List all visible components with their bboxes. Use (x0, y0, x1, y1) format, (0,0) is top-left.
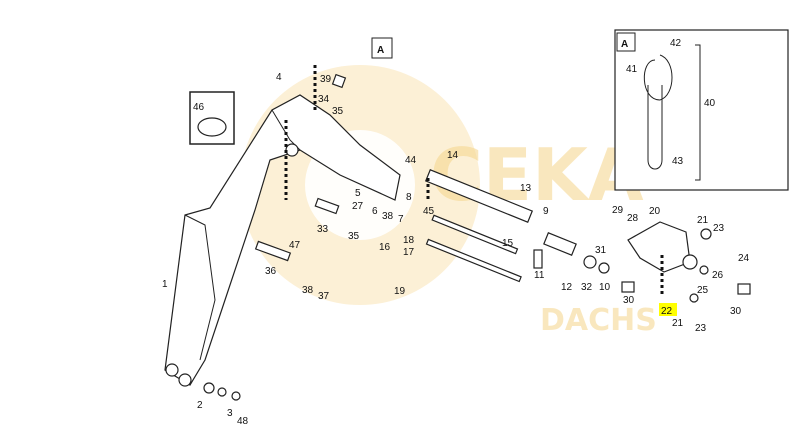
detail-box-tag: A (621, 39, 628, 50)
callout-40: 40 (704, 98, 716, 109)
callout-25: 25 (697, 285, 709, 296)
callout-10: 10 (599, 282, 611, 293)
callout-42: 42 (670, 38, 682, 49)
callout-13: 13 (520, 183, 532, 194)
callout-30-left: 30 (623, 295, 635, 306)
callout-16: 16 (379, 242, 391, 253)
callout-35-upper: 35 (332, 106, 344, 117)
callout-24: 24 (738, 253, 750, 264)
highlight-22 (659, 303, 677, 316)
callout-7: 7 (398, 214, 404, 225)
callout-19: 19 (394, 286, 406, 297)
callout-43: 43 (672, 156, 684, 167)
callout-47: 47 (289, 240, 301, 251)
detail-box: A 42 41 40 43 (614, 29, 789, 191)
callout-23-lower: 23 (695, 323, 707, 334)
callout-2: 2 (197, 400, 203, 411)
callout-9: 9 (543, 206, 549, 217)
callout-6: 6 (372, 206, 378, 217)
callout-28: 28 (627, 213, 639, 224)
callout-34: 34 (318, 94, 330, 105)
callout-44: 44 (405, 155, 417, 166)
callout-38-upper: 38 (382, 211, 394, 222)
hardware-parts (189, 73, 751, 401)
view-tag: A (371, 37, 393, 59)
watermark-brand: CEKA (430, 133, 644, 217)
callout-18: 18 (403, 235, 415, 246)
callout-11: 11 (534, 270, 545, 281)
callout-21-upper: 21 (697, 215, 709, 226)
callout-46: 46 (193, 102, 205, 113)
callout-15: 15 (502, 238, 514, 249)
callout-39: 39 (320, 74, 332, 85)
callout-1: 1 (162, 279, 168, 290)
callout-23-upper: 23 (713, 223, 725, 234)
callout-35-lower: 35 (348, 231, 360, 242)
callout-37: 37 (318, 291, 330, 302)
callout-48: 48 (237, 416, 249, 427)
callout-30-right: 30 (730, 306, 742, 317)
callout-31: 31 (595, 245, 607, 256)
callout-20: 20 (649, 206, 661, 217)
callout-22: 22 (661, 306, 673, 317)
callout-12: 12 (561, 282, 573, 293)
callout-29: 29 (612, 205, 624, 216)
callout-36: 36 (265, 266, 277, 277)
watermark-sub: DACHS (540, 303, 657, 338)
callout-3: 3 (227, 408, 233, 419)
callout-27: 27 (352, 201, 364, 212)
callout-4: 4 (276, 72, 282, 83)
callout-8: 8 (406, 192, 412, 203)
callout-38-lower: 38 (302, 285, 314, 296)
callout-32: 32 (581, 282, 593, 293)
callout-21-lower: 21 (672, 318, 684, 329)
boom-arm (164, 94, 401, 387)
callout-26: 26 (712, 270, 724, 281)
callout-17: 17 (403, 247, 415, 258)
assembly-dash-lines (284, 65, 664, 295)
svg-text:A: A (377, 45, 384, 56)
callout-5: 5 (355, 188, 361, 199)
callout-labels: 1 2 3 4 5 6 7 8 9 10 11 12 13 14 15 16 1… (162, 72, 750, 427)
callout-33: 33 (317, 224, 329, 235)
callout-41: 41 (626, 64, 638, 75)
callout-14: 14 (447, 150, 459, 161)
callout-45: 45 (423, 206, 435, 217)
